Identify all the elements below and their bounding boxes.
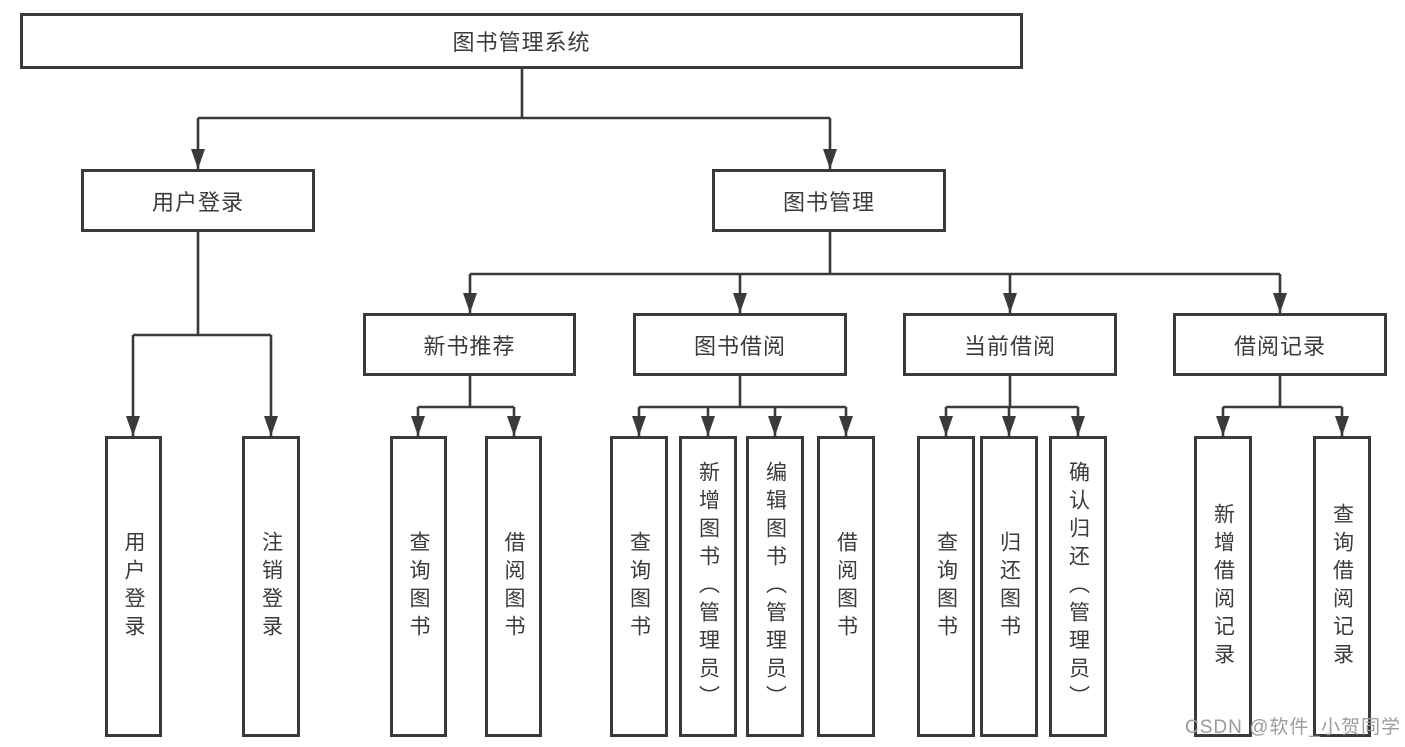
arrowhead-icon (701, 416, 715, 436)
leaf-records-query-record: 查询借阅记录 (1313, 436, 1371, 737)
leaf-current-return-books-label: 归还图书 (997, 530, 1021, 643)
watermark: CSDN @软件_小贺同学 (1185, 717, 1401, 738)
arrowhead-icon (1335, 416, 1349, 436)
node-book-management: 图书管理 (712, 169, 946, 232)
node-root-label: 图书管理系统 (452, 30, 591, 55)
arrowhead-icon (126, 416, 140, 436)
leaf-logout-label: 注销登录 (259, 530, 283, 643)
leaf-current-return-books: 归还图书 (980, 436, 1038, 737)
leaf-current-query-books-label: 查询图书 (934, 530, 958, 643)
node-current-borrowing-label: 当前借阅 (963, 333, 1056, 359)
node-new-book-recommendation-label: 新书推荐 (423, 333, 516, 359)
leaf-records-add-record: 新增借阅记录 (1194, 436, 1252, 737)
leaf-recommend-query-books: 查询图书 (390, 436, 447, 737)
leaf-borrowing-edit-books: 编辑图书（管理员） (746, 436, 804, 737)
leaf-borrowing-add-books: 新增图书（管理员） (679, 436, 737, 737)
node-user-login-label: 用户登录 (151, 189, 244, 215)
node-new-book-recommendation: 新书推荐 (363, 313, 576, 376)
leaf-recommend-borrow-books: 借阅图书 (485, 436, 542, 737)
leaf-recommend-borrow-books-label: 借阅图书 (502, 530, 525, 643)
arrowhead-icon (1002, 416, 1016, 436)
arrowhead-icon (1003, 293, 1017, 313)
leaf-borrowing-query-books-label: 查询图书 (627, 530, 651, 643)
leaf-borrowing-edit-books-label: 编辑图书（管理员） (763, 460, 787, 713)
arrowhead-icon (839, 416, 853, 436)
leaf-recommend-query-books-label: 查询图书 (407, 530, 430, 643)
leaf-borrowing-query-books: 查询图书 (610, 436, 668, 737)
arrowhead-icon (1216, 416, 1230, 436)
node-root: 图书管理系统 (20, 13, 1023, 69)
node-user-login: 用户登录 (81, 169, 315, 232)
node-book-borrowing-label: 图书借阅 (693, 333, 786, 359)
leaf-current-query-books: 查询图书 (917, 436, 975, 737)
leaf-user-login: 用户登录 (105, 436, 162, 737)
arrowhead-icon (411, 416, 425, 436)
arrowhead-icon (264, 416, 278, 436)
node-borrowing-records-label: 借阅记录 (1233, 333, 1326, 359)
leaf-borrowing-add-books-label: 新增图书（管理员） (696, 460, 720, 713)
arrowhead-icon (191, 149, 205, 169)
arrowhead-icon (939, 416, 953, 436)
arrowhead-icon (823, 149, 837, 169)
leaf-borrowing-borrow-books: 借阅图书 (817, 436, 875, 737)
leaf-records-query-record-label: 查询借阅记录 (1330, 502, 1354, 671)
node-book-management-label: 图书管理 (782, 189, 875, 215)
arrowhead-icon (733, 293, 747, 313)
leaf-logout: 注销登录 (242, 436, 300, 737)
leaf-user-login-label: 用户登录 (122, 530, 145, 643)
arrowhead-icon (768, 416, 782, 436)
node-current-borrowing: 当前借阅 (903, 313, 1117, 376)
arrowhead-icon (507, 416, 521, 436)
leaf-current-confirm-return: 确认归还（管理员） (1049, 436, 1107, 737)
arrowhead-icon (1071, 416, 1085, 436)
arrowhead-icon (632, 416, 646, 436)
arrowhead-icon (463, 293, 477, 313)
leaf-borrowing-borrow-books-label: 借阅图书 (834, 530, 858, 643)
node-book-borrowing: 图书借阅 (633, 313, 847, 376)
node-borrowing-records: 借阅记录 (1173, 313, 1387, 376)
leaf-records-add-record-label: 新增借阅记录 (1211, 502, 1235, 671)
arrowhead-icon (1273, 293, 1287, 313)
leaf-current-confirm-return-label: 确认归还（管理员） (1066, 460, 1090, 713)
